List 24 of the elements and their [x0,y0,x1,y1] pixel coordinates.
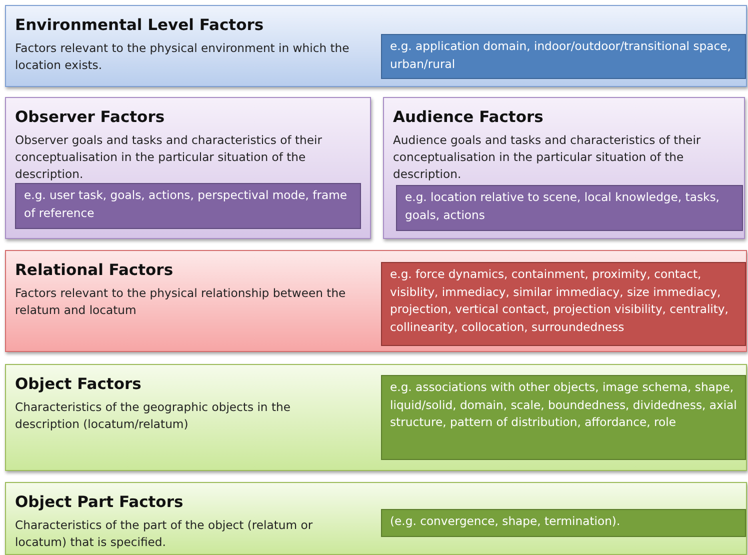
panel-heading: Observer Factors [15,108,165,126]
example-box: (e.g. convergence, shape, termination). [381,509,746,537]
example-box: e.g. application domain, indoor/outdoor/transitional space, urban/rural [381,34,746,79]
panel-description: Characteristics of the geographic objects in the description (locatum/relatum) [15,399,292,433]
panel-heading: Environmental Level Factors [15,16,264,34]
factor-panel [5,250,747,352]
panel-description: Audience goals and tasks and characteristics of their conceptualisation in the particular situation of the description. [393,132,702,183]
panel-heading: Object Factors [15,375,142,393]
factor-panel [5,5,747,87]
panel-description: Observer goals and tasks and characteristics of their conceptualisation in the particular situation of the description. [15,132,324,183]
panel-heading: Object Part Factors [15,493,184,511]
example-box: e.g. location relative to scene, local knowledge, tasks, goals, actions [396,185,743,231]
panel-heading: Relational Factors [15,261,174,279]
factor-panel [5,482,747,555]
panel-description: Factors relevant to the physical environment in which the location exists. [15,40,350,74]
factor-panel [5,364,747,471]
example-box: e.g. associations with other objects, image schema, shape, liquid/solid, domain, scale, boundedness, dividedness, axial structure, pattern of distribution, affordance, role [381,375,746,460]
panel-heading: Audience Factors [393,108,544,126]
example-box: e.g. user task, goals, actions, perspectival mode, frame of reference [15,183,361,229]
factor-panel [5,97,371,239]
panel-description: Factors relevant to the physical relationship between the relatum and locatum [15,285,347,319]
panel-description: Characteristics of the part of the object (relatum or locatum) that is specified. [15,517,314,551]
factor-panel [383,97,745,239]
example-box: e.g. force dynamics, containment, proximity, contact, visiblity, immediacy, similar immediacy, size immediacy, projection, vertical contact, projection visibility, centrality, collinearity, collocation, surroundedness [381,262,746,346]
